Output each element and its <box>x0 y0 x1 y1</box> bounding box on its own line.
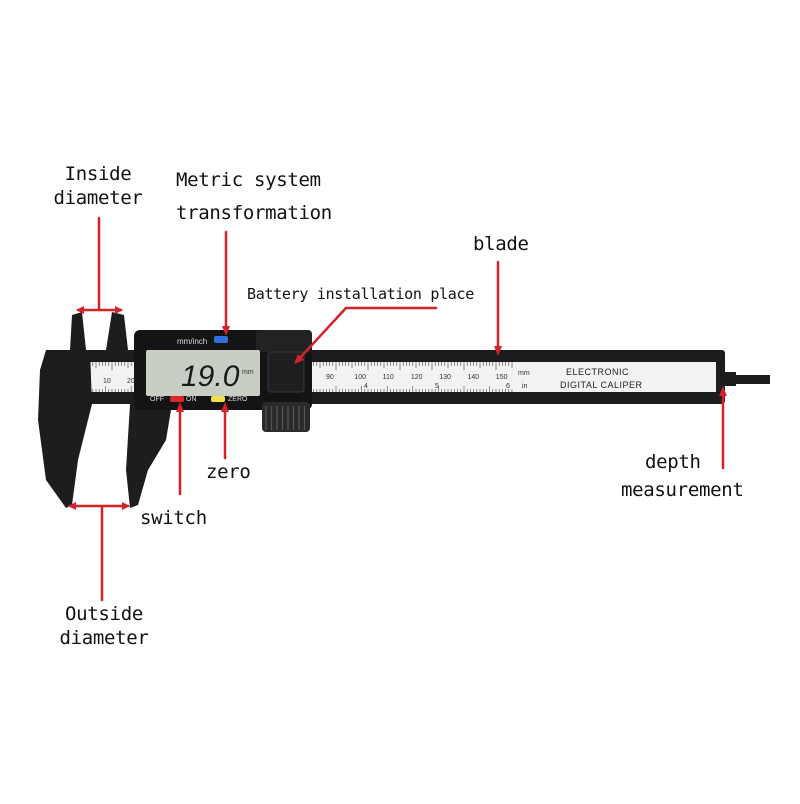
metric-system-line-1: Metric system <box>176 169 321 191</box>
on-label: ON <box>186 396 197 403</box>
scale-mm-unit: mm <box>518 370 530 377</box>
mm-scale-label: 100 <box>354 374 366 381</box>
mm-scale-label: 90 <box>326 374 334 381</box>
brand-line-1: ELECTRONIC <box>566 367 629 377</box>
depth-line-1: depth <box>645 451 701 473</box>
inside-diameter-line-1: Inside <box>64 163 132 185</box>
depth-measurement-label: depth measurement <box>621 450 744 502</box>
annotation-lines <box>68 216 727 602</box>
inside-diameter-label: Inside diameter <box>46 162 150 210</box>
metric-system-line-2: transformation <box>176 202 332 224</box>
switch-label: switch <box>140 507 207 529</box>
mm-scale-label: 120 <box>411 374 423 381</box>
metric-system-label: Metric system transformation <box>176 168 332 225</box>
battery-label: Battery installation place <box>247 285 475 303</box>
inch-scale-label: 5 <box>435 383 439 390</box>
brand-line-2: DIGITAL CALIPER <box>560 380 643 390</box>
depth-line-2: measurement <box>621 479 744 501</box>
zero-key-label: ZERO <box>228 396 248 403</box>
inside-diameter-line-2: diameter <box>53 187 143 209</box>
mm-scale-label: 130 <box>439 374 451 381</box>
jaw-scale-label: 20 <box>127 378 135 385</box>
inch-scale-label: 6 <box>506 383 510 390</box>
inch-scale-label: 4 <box>364 383 368 390</box>
mm-inch-button[interactable]: mm/inch <box>177 336 228 346</box>
power-buttons[interactable]: OFF ON ZERO <box>150 396 248 403</box>
zero-button <box>211 396 225 402</box>
thumb-roller <box>265 406 306 430</box>
lcd-reading: 19.0 <box>181 360 240 393</box>
depth-rod <box>724 372 770 386</box>
outside-diameter-label: Outside diameter <box>50 602 158 650</box>
mm-inch-label: mm/inch <box>177 337 207 346</box>
jaw-scale-label: 10 <box>103 378 111 385</box>
outside-diameter-line-2: diameter <box>59 627 149 649</box>
mm-scale-label: 110 <box>383 374 394 381</box>
zero-label: zero <box>206 461 251 483</box>
mm-scale-label: 140 <box>468 374 480 381</box>
outside-diameter-line-1: Outside <box>65 603 143 625</box>
lcd-unit: mm <box>242 369 254 376</box>
mm-scale-label: 150 <box>496 374 508 381</box>
blade-inch-labels: 4 5 6 <box>364 383 510 390</box>
fixed-jaw <box>38 312 92 508</box>
off-button <box>170 396 184 402</box>
scale-in-unit: in <box>522 383 528 390</box>
off-label: OFF <box>150 396 164 403</box>
blade-label: blade <box>473 233 529 255</box>
blade-mm-labels: 90 100 110 120 130 140 150 <box>326 374 508 381</box>
lcd-display: 19.0 mm <box>146 350 260 396</box>
